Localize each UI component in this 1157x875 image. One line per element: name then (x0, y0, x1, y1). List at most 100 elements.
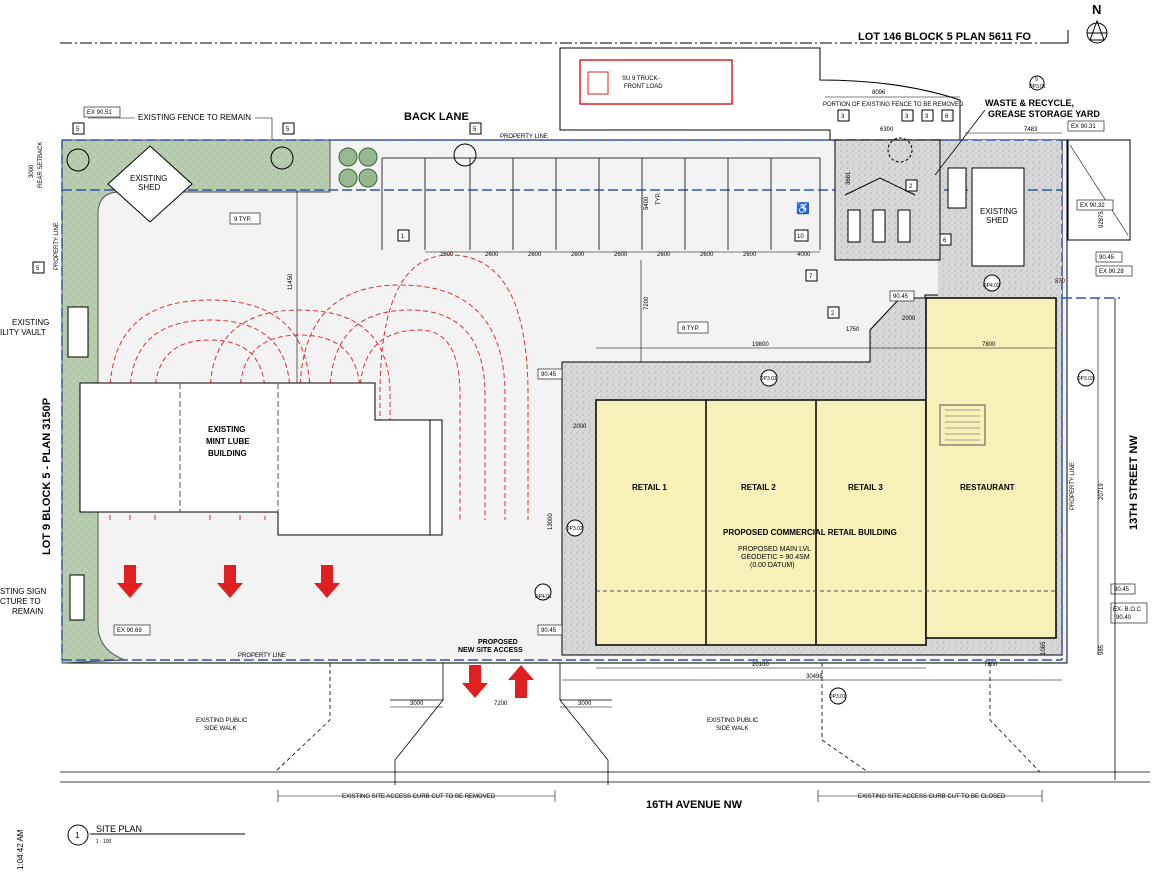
svg-text:MINT LUBE: MINT LUBE (206, 437, 250, 446)
truck-pad (559, 47, 961, 141)
dim-870: 870 (1055, 279, 1066, 285)
tree-icon (453, 143, 477, 167)
13th-street-label: 13TH STREET NW (1128, 435, 1140, 530)
svg-text:90.45: 90.45 (541, 372, 557, 378)
svg-text:6: 6 (945, 114, 949, 120)
dim-7200: 7200 (644, 296, 650, 310)
rear-setback-label: REAR SETBACK (38, 142, 44, 188)
sidewalk-label-west-2: SIDE WALK (204, 726, 236, 732)
tree-icon (270, 146, 294, 170)
dim-2000-b: 2000 (573, 424, 587, 430)
dim-1065: 1065 (1041, 641, 1047, 655)
utility-vault-label-2: ILITY VAULT (0, 328, 46, 337)
detail-tags: 5 5 5 5 1 10 3 3 3 6 2 6 7 2 (32, 109, 954, 319)
dim-985: 985 (1099, 644, 1105, 655)
property-line-label-east: PROPERTY LINE (1070, 462, 1076, 510)
dim-11450: 11450 (288, 273, 294, 290)
typ-label: TYP. (656, 192, 662, 205)
retail1-label: RETAIL 1 (632, 483, 667, 492)
svg-text:5: 5 (36, 266, 40, 272)
dim-2600-8: 2600 (743, 252, 757, 258)
dim-92875: 92875 (1099, 211, 1105, 228)
dim-20100: 20100 (752, 662, 769, 668)
existing-shed-east: EXISTING SHED (947, 167, 1025, 267)
svg-text:2: 2 (831, 311, 835, 317)
svg-text:3: 3 (905, 114, 909, 120)
svg-text:90.40: 90.40 (1116, 615, 1132, 621)
svg-text:90.45: 90.45 (1114, 587, 1130, 593)
sign-label-3: REMAIN (12, 607, 43, 616)
waste-label-2: GREASE STORAGE YARD (988, 109, 1100, 119)
dim-2600-7: 2600 (700, 252, 714, 258)
curb-removed-label: EXISTING SITE ACCESS CURB CUT TO BE REMO… (342, 794, 496, 800)
dim-13000: 13000 (548, 513, 554, 530)
svg-text:BUILDING: BUILDING (208, 449, 247, 458)
dim-19800: 19800 (752, 342, 769, 348)
main-level-label-1: PROPOSED MAIN LVL (738, 546, 811, 553)
svg-text:3: 3 (925, 114, 929, 120)
svg-text:3: 3 (841, 114, 845, 120)
north-label: N (1092, 2, 1101, 17)
svg-text:EXISTING: EXISTING (130, 174, 167, 183)
dim-7800-bottom: 7800 (984, 662, 998, 668)
waste-label-1: WASTE & RECYCLE, (985, 98, 1074, 108)
dim-30498: 30498 (806, 674, 823, 680)
elevation-tags: EX 90.51 EX 90.31 EX 90.32 90.45 EX 90.2… (83, 106, 1148, 636)
dim-5400: 5400 (644, 196, 650, 210)
retail2-label: RETAIL 2 (741, 483, 776, 492)
retail3-label: RETAIL 3 (848, 483, 883, 492)
new-access-label-1: PROPOSED (478, 639, 518, 646)
utility-vault (67, 306, 89, 358)
svg-text:DP4.02: DP4.02 (983, 283, 1000, 289)
property-line-label-top: PROPERTY LINE (500, 134, 548, 140)
svg-text:DP3.01: DP3.01 (1029, 84, 1046, 90)
dim-3000-v: 3000 (29, 164, 35, 178)
svg-text:EX- B.O.C: EX- B.O.C (1113, 607, 1142, 613)
svg-text:2: 2 (909, 184, 913, 190)
main-level-label-2: GEODETIC = 90.4SM (741, 554, 810, 561)
restaurant-label: RESTAURANT (960, 483, 1015, 492)
nine-typ-label: 9 TYP. (234, 217, 252, 223)
svg-text:EX 90.28: EX 90.28 (1099, 269, 1124, 275)
svg-text:1: 1 (401, 234, 405, 240)
accessible-parking-icon: ♿ (796, 202, 810, 215)
proposed-building: RETAIL 1 RETAIL 2 RETAIL 3 RESTAURANT PR… (595, 297, 1057, 646)
dim-2000-a: 2000 (902, 316, 916, 322)
svg-text:DP4.01: DP4.01 (535, 594, 552, 600)
svg-text:5: 5 (473, 127, 477, 133)
svg-text:EX 90.51: EX 90.51 (87, 110, 112, 116)
dim-20719: 20719 (1099, 483, 1105, 500)
dim-3661: 3661 (846, 171, 852, 185)
svg-text:EXISTING: EXISTING (208, 425, 245, 434)
dim-7200-access: 7200 (494, 701, 508, 707)
sign-structure (69, 574, 85, 621)
sign-label-2: CTURE TO (0, 597, 41, 606)
proposed-building-label: PROPOSED COMMERCIAL RETAIL BUILDING (723, 528, 897, 537)
svg-text:5: 5 (76, 127, 80, 133)
svg-text:EX 90.32: EX 90.32 (1080, 203, 1105, 209)
dim-1750: 1750 (846, 327, 860, 333)
svg-text:EX 90.31: EX 90.31 (1071, 124, 1096, 130)
callout-markers: 9 DP3.01 DP3.01 DP3.03 DP3.02 DP4.01 DP4… (534, 75, 1095, 705)
dim-2600-3: 2600 (528, 252, 542, 258)
svg-text:9: 9 (1035, 77, 1038, 83)
scale-label: 1 : 100 (96, 839, 112, 845)
dim-2600-2: 2600 (485, 252, 499, 258)
dim-3000-a: 3000 (410, 701, 424, 707)
property-line-label-west: PROPERTY LINE (54, 222, 60, 270)
svg-text:7: 7 (809, 274, 813, 280)
svg-text:10: 10 (797, 234, 804, 240)
waste-yard: WASTE & RECYCLE, GREASE STORAGE YARD (834, 98, 1100, 261)
sidewalk-label-west-1: EXISTING PUBLIC (196, 718, 248, 724)
vehicle-turn-paths (109, 254, 529, 520)
svg-text:6: 6 (943, 238, 947, 244)
16th-avenue-label: 16TH AVENUE NW (646, 799, 743, 811)
svg-text:DP3.02: DP3.02 (566, 526, 583, 532)
dim-4000: 4000 (797, 252, 811, 258)
north-arrow-icon: N (1086, 2, 1108, 44)
dim-2600-6: 2600 (657, 252, 671, 258)
tree-cluster-icon (338, 147, 378, 188)
truck-label-2: FRONT LOAD (624, 84, 663, 90)
view-number: 1 (75, 831, 80, 840)
